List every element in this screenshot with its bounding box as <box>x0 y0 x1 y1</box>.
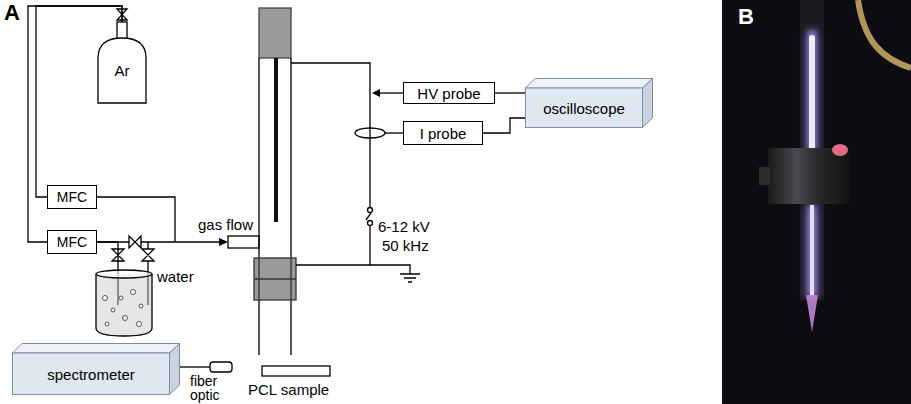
bubble <box>119 296 123 300</box>
ground-electrode <box>254 258 296 300</box>
box-side-face <box>170 344 180 395</box>
powered-electrode <box>274 58 278 222</box>
fiber-label: fiber optic <box>190 374 236 402</box>
cylinder-body <box>98 38 146 103</box>
valve-symbol <box>142 249 154 261</box>
ground-electrode-grid <box>254 258 296 300</box>
node-text: Ar <box>115 62 130 79</box>
gas-inlet-nozzle <box>228 236 259 248</box>
gas-or-signal-line <box>97 242 118 268</box>
box-front-face <box>526 88 643 128</box>
plasma-core <box>809 35 815 150</box>
panel-letter: A <box>4 0 20 25</box>
box-side-face <box>643 79 653 128</box>
hv-probe-arrowhead <box>372 89 380 97</box>
node-text: spectrometer <box>47 366 135 383</box>
probe-box: I probe <box>403 121 483 145</box>
voltage-label: 6-12 kV <box>378 218 430 235</box>
bubble <box>103 296 108 301</box>
box-top-face <box>13 344 180 354</box>
photo-holder <box>768 148 850 204</box>
instrument-box: spectrometer <box>12 343 180 395</box>
instrument-box: oscilloscope <box>525 78 653 128</box>
fiber-cable <box>180 366 210 367</box>
gas-or-signal-line <box>495 92 525 93</box>
glass-tube <box>259 58 291 355</box>
photo-screw <box>759 167 770 185</box>
gas-flow-arrowhead <box>219 238 228 246</box>
pcl-sample <box>262 366 330 376</box>
bubble <box>111 308 115 312</box>
node-text: MFC <box>57 234 87 251</box>
panel-letter: B <box>738 4 754 29</box>
cylinder-neck <box>117 22 127 39</box>
bubble <box>123 316 128 321</box>
node-text: I probe <box>420 125 467 142</box>
plasma-photo <box>722 0 911 404</box>
valve-symbol <box>129 236 141 248</box>
plasma-core <box>810 205 814 295</box>
plasma-glow <box>803 30 821 155</box>
box-front-face <box>13 353 170 395</box>
plasma-glow <box>803 205 821 297</box>
beaker-rim <box>96 270 152 278</box>
box-top-face <box>526 79 653 89</box>
node-text: oscilloscope <box>543 100 625 117</box>
node-text: HV probe <box>417 85 480 102</box>
power-source-terminal <box>368 208 373 213</box>
current-probe-ring <box>355 128 385 138</box>
gas-or-signal-line <box>483 118 525 133</box>
hv-probe-lead <box>379 92 403 93</box>
frequency-label: 50 kHz <box>382 237 429 254</box>
beaker-body <box>96 274 152 336</box>
ground-wire <box>296 226 370 265</box>
bubble <box>139 304 143 308</box>
photo-background <box>722 0 911 404</box>
current-probe-lead <box>385 132 403 133</box>
bubble <box>137 322 142 327</box>
bubble <box>131 290 136 295</box>
sample-label: PCL sample <box>248 381 329 398</box>
gas-cylinder: Ar <box>97 22 147 104</box>
flow-label: gas flow <box>198 216 253 233</box>
node-text: water <box>157 268 194 285</box>
power-source-terminal <box>368 221 373 226</box>
fiber-head <box>210 362 232 372</box>
electrode-holder <box>259 8 291 58</box>
node-text: MFC <box>57 189 87 206</box>
power-source-symbol <box>366 213 371 220</box>
mass-flow-controller: MFC <box>47 185 97 209</box>
hv-wire <box>291 63 370 207</box>
photo-cable <box>858 0 911 68</box>
bubble <box>105 322 109 326</box>
probe-box: HV probe <box>403 82 495 104</box>
ground-symbol <box>370 265 420 282</box>
gas-line <box>97 197 175 242</box>
water-bubbler: water <box>95 268 210 338</box>
plasma-plume <box>806 295 818 332</box>
photo-highlight <box>832 144 848 156</box>
mass-flow-controller: MFC <box>47 230 97 254</box>
